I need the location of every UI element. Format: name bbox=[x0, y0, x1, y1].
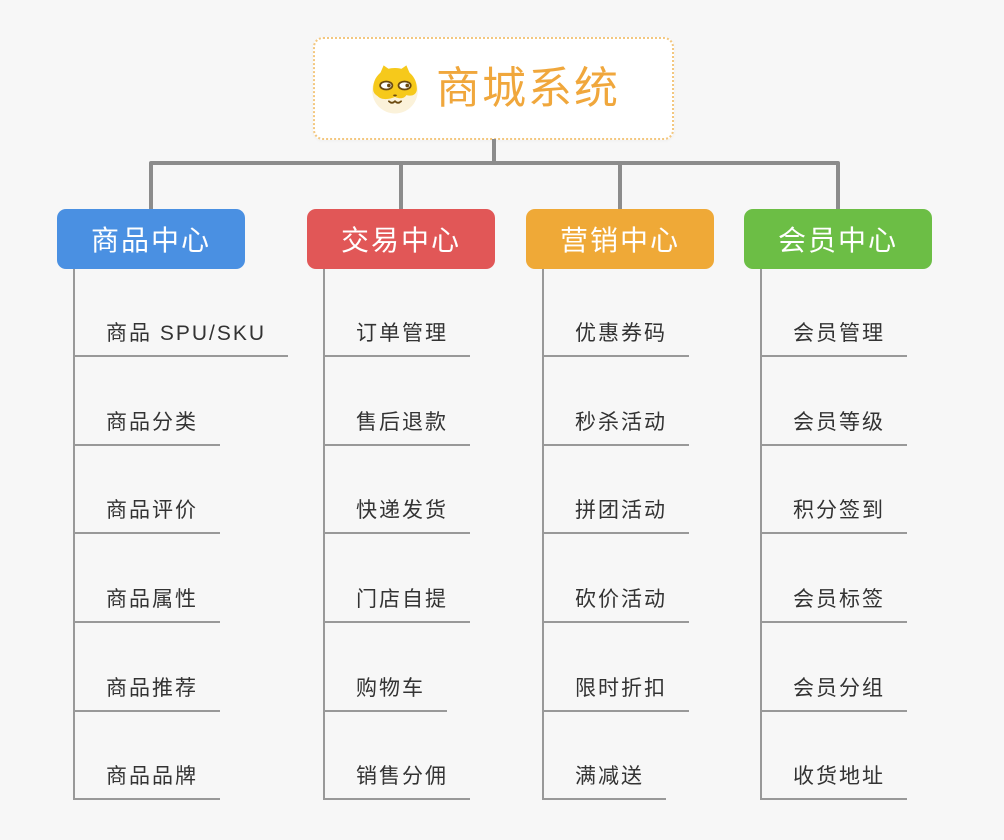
subtopic[interactable]: 门店自提 bbox=[323, 585, 470, 623]
subtopic[interactable]: 快递发货 bbox=[323, 496, 470, 534]
subtopic[interactable]: 满减送 bbox=[542, 762, 666, 800]
connector-drop-line bbox=[149, 163, 153, 209]
subtopic[interactable]: 优惠券码 bbox=[542, 319, 689, 357]
branch-marketing-center: 营销中心 优惠券码 秒杀活动 拼团活动 砍价活动 限时折扣 满减送 bbox=[526, 209, 714, 809]
branch-connector-line bbox=[323, 269, 325, 800]
connector-root-stub bbox=[492, 139, 496, 164]
subtopic[interactable]: 销售分佣 bbox=[323, 762, 470, 800]
subtopic[interactable]: 积分签到 bbox=[760, 496, 907, 534]
subtopic[interactable]: 商品评价 bbox=[73, 496, 220, 534]
subtopic[interactable]: 售后退款 bbox=[323, 408, 470, 446]
subtopic[interactable]: 会员管理 bbox=[760, 319, 907, 357]
subtopic[interactable]: 订单管理 bbox=[323, 319, 470, 357]
branch-connector-line bbox=[760, 269, 762, 800]
subtopic[interactable]: 商品属性 bbox=[73, 585, 220, 623]
connector-drop-line bbox=[836, 163, 840, 209]
subtopic[interactable]: 拼团活动 bbox=[542, 496, 689, 534]
branch-trade-center: 交易中心 订单管理 售后退款 快递发货 门店自提 购物车 销售分佣 bbox=[307, 209, 495, 809]
branch-product-center: 商品中心 商品 SPU/SKU 商品分类 商品评价 商品属性 商品推荐 商品品牌 bbox=[57, 209, 289, 809]
branch-topic-member-center[interactable]: 会员中心 bbox=[744, 209, 932, 269]
subtopic[interactable]: 商品推荐 bbox=[73, 674, 220, 712]
subtopic[interactable]: 商品品牌 bbox=[73, 762, 220, 800]
branch-connector-line bbox=[542, 269, 544, 800]
branch-connector-line bbox=[73, 269, 75, 800]
connector-bus-line bbox=[149, 161, 840, 165]
subtopic[interactable]: 会员标签 bbox=[760, 585, 907, 623]
subtopic[interactable]: 购物车 bbox=[323, 674, 447, 712]
subtopic[interactable]: 限时折扣 bbox=[542, 674, 689, 712]
branch-topic-product-center[interactable]: 商品中心 bbox=[57, 209, 245, 269]
branch-topic-trade-center[interactable]: 交易中心 bbox=[307, 209, 495, 269]
subtopic[interactable]: 收货地址 bbox=[760, 762, 907, 800]
subtopic[interactable]: 商品分类 bbox=[73, 408, 220, 446]
branch-member-center: 会员中心 会员管理 会员等级 积分签到 会员标签 会员分组 收货地址 bbox=[744, 209, 932, 809]
doge-icon bbox=[372, 64, 418, 113]
connector-drop-line bbox=[399, 163, 403, 209]
subtopic[interactable]: 会员等级 bbox=[760, 408, 907, 446]
subtopic[interactable]: 秒杀活动 bbox=[542, 408, 689, 446]
branch-topic-marketing-center[interactable]: 营销中心 bbox=[526, 209, 714, 269]
subtopic[interactable]: 会员分组 bbox=[760, 674, 907, 712]
connector-drop-line bbox=[618, 163, 622, 209]
root-topic[interactable]: 商城系统 bbox=[313, 37, 674, 140]
subtopic[interactable]: 砍价活动 bbox=[542, 585, 689, 623]
root-topic-title: 商城系统 bbox=[436, 63, 620, 113]
subtopic[interactable]: 商品 SPU/SKU bbox=[73, 319, 289, 357]
